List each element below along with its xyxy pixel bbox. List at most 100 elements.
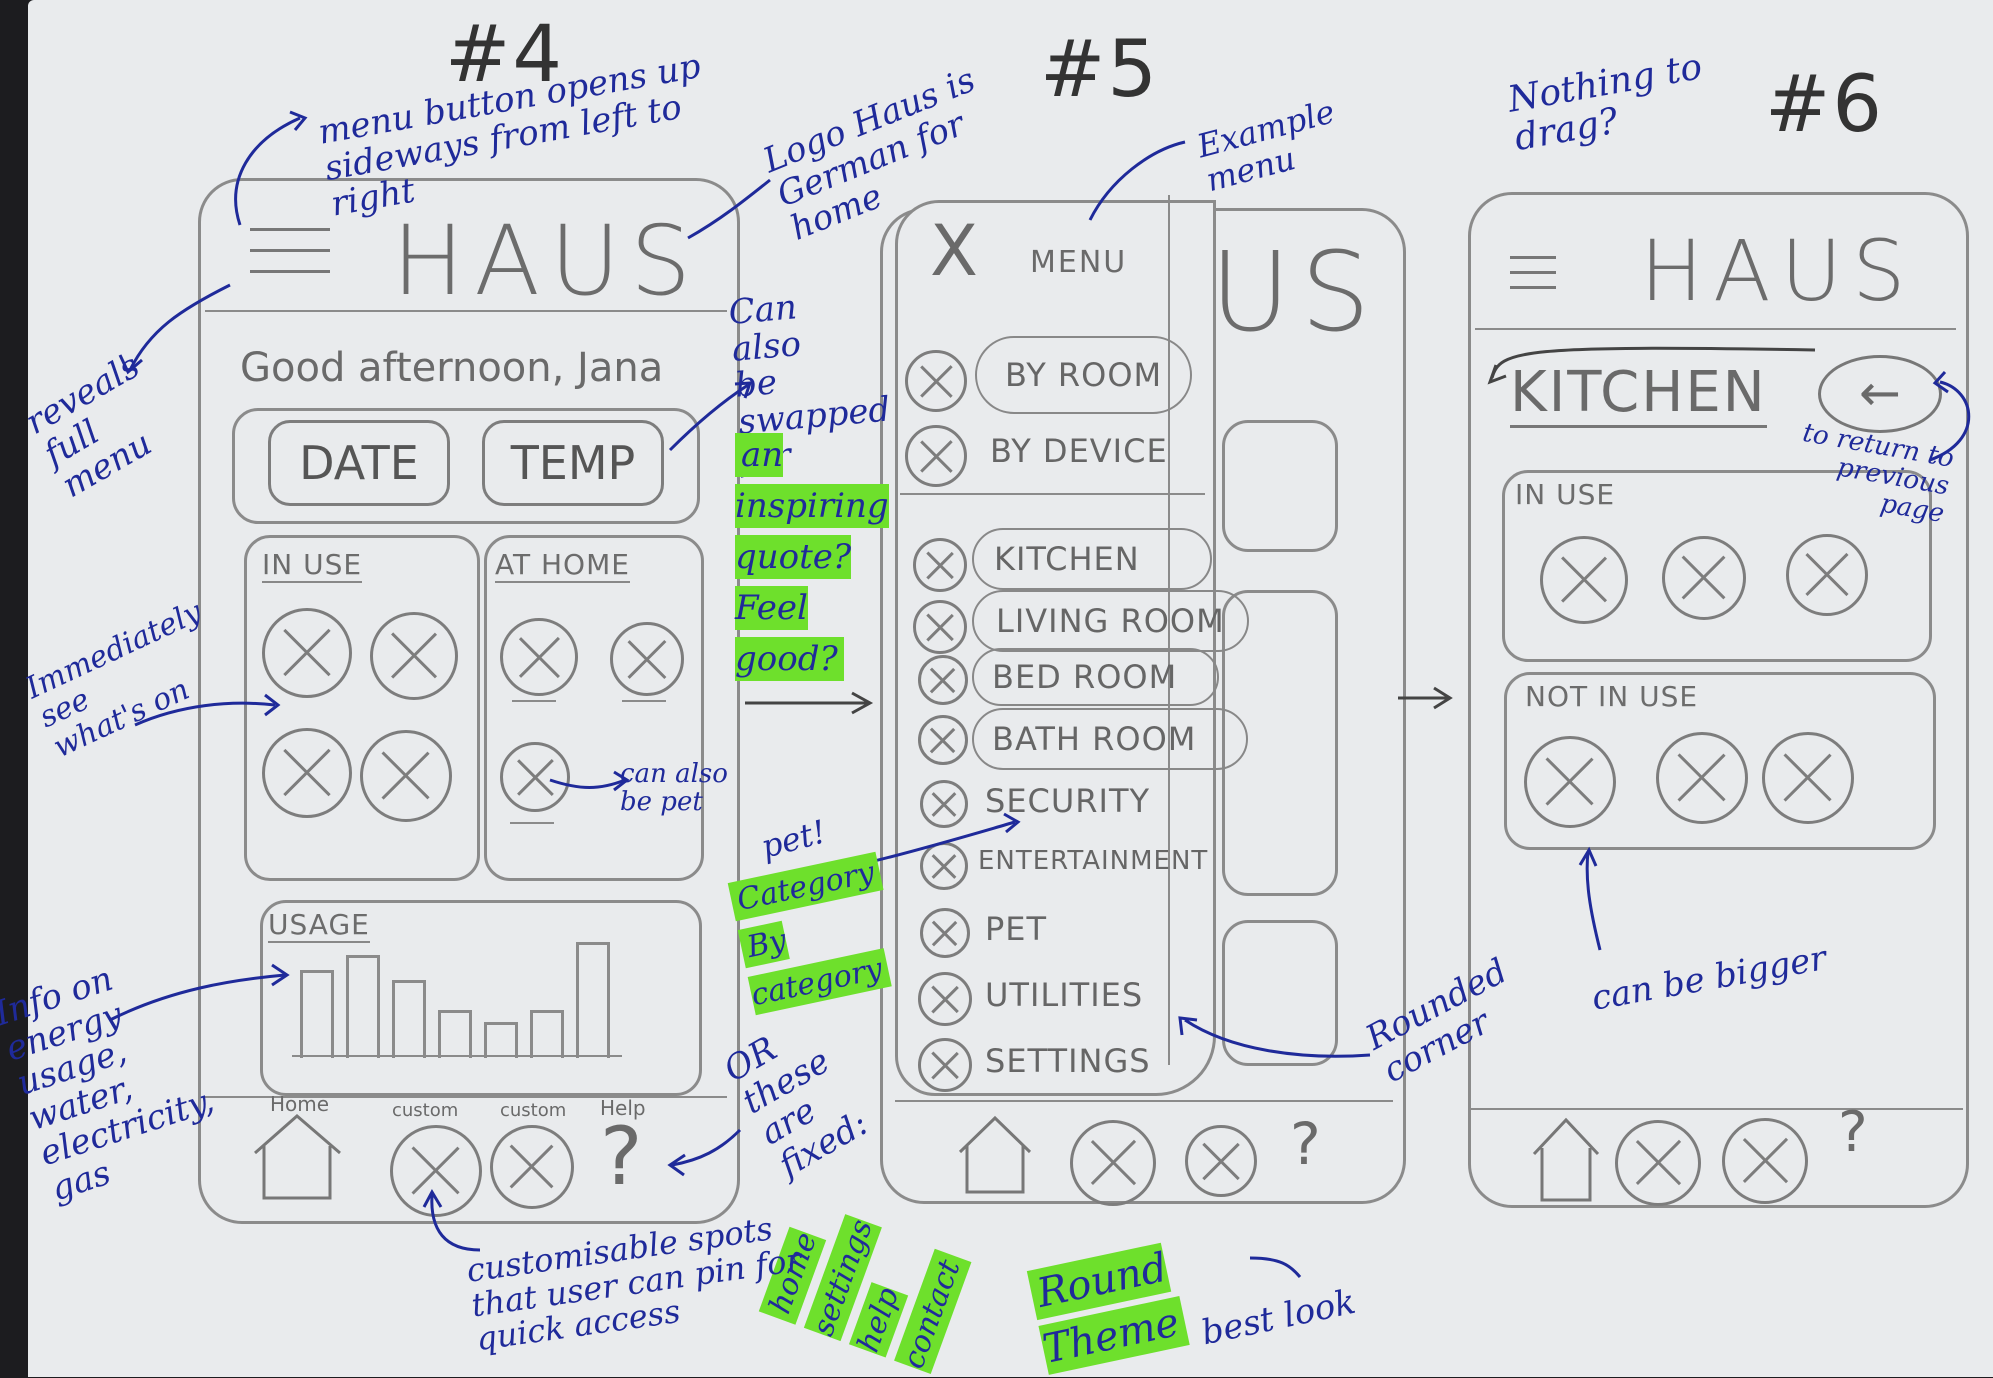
bedroom-icon[interactable] <box>918 655 968 705</box>
nav-custom-label: custom <box>392 1100 459 1121</box>
nav-home-label: Home <box>270 1092 330 1116</box>
usage-bar <box>346 955 380 1058</box>
behind-card <box>1222 920 1338 1066</box>
haus-logo: HAUS <box>392 205 702 317</box>
usage-card <box>260 900 702 1096</box>
header-divider <box>205 310 727 312</box>
name-line <box>512 700 556 702</box>
usage-bar <box>300 970 334 1058</box>
highlighted-quote-text: an inspiring quote? Feel good? <box>735 433 889 681</box>
usage-bar <box>484 1022 518 1058</box>
custom-shortcut-icon[interactable] <box>1070 1120 1156 1206</box>
name-line <box>622 700 666 702</box>
name-line <box>510 822 554 824</box>
usage-bar <box>392 980 426 1058</box>
in-use-card <box>1502 470 1932 662</box>
screen-4-phone <box>198 178 740 1224</box>
device-icon[interactable] <box>1762 732 1854 824</box>
nav-help-label: Help <box>600 1096 646 1120</box>
pet-icon[interactable] <box>500 742 570 812</box>
menu-title: MENU <box>1030 245 1128 280</box>
person-icon[interactable] <box>610 622 684 696</box>
utilities-icon[interactable] <box>918 972 972 1026</box>
device-icon[interactable] <box>1524 736 1616 828</box>
person-icon[interactable] <box>500 618 578 696</box>
annotation-quote: an inspiring quote? Feel good? <box>735 430 889 685</box>
nav-custom-label: custom <box>500 1100 567 1121</box>
behind-logo: US <box>1210 228 1381 356</box>
device-icon[interactable] <box>1786 534 1868 616</box>
menu-item-living-room[interactable]: LIVING ROOM <box>972 590 1249 652</box>
menu-item-by-device[interactable]: BY DEVICE <box>990 432 1168 470</box>
device-icon[interactable] <box>1656 732 1748 824</box>
custom-shortcut-icon[interactable] <box>1722 1118 1808 1204</box>
device-icon[interactable] <box>262 728 352 818</box>
greeting-text: Good afternoon, Jana <box>240 345 664 391</box>
close-icon[interactable]: X <box>930 210 978 292</box>
help-icon[interactable]: ? <box>1290 1110 1321 1178</box>
nav-divider <box>1468 1108 1963 1110</box>
custom-shortcut-icon[interactable] <box>390 1125 482 1217</box>
menu-item-settings[interactable]: SETTINGS <box>985 1042 1151 1080</box>
screen-6-phone <box>1468 192 1969 1208</box>
screen-4-number: #4 <box>445 10 564 100</box>
screen-6-number: #6 <box>1765 60 1884 150</box>
by-device-icon[interactable] <box>905 425 967 487</box>
home-icon[interactable] <box>955 1112 1035 1197</box>
temp-widget[interactable]: TEMP <box>482 420 664 506</box>
device-icon[interactable] <box>370 612 458 700</box>
menu-divider <box>900 493 1205 495</box>
custom-shortcut-icon[interactable] <box>490 1125 574 1209</box>
menu-item-bath-room[interactable]: BATH ROOM <box>972 708 1249 770</box>
custom-shortcut-icon[interactable] <box>1185 1125 1257 1197</box>
not-in-use-card <box>1504 672 1936 850</box>
annotation-pet: can also be pet <box>620 759 728 818</box>
menu-item-pet[interactable]: PET <box>985 910 1048 948</box>
settings-icon[interactable] <box>918 1038 972 1092</box>
back-arrow-icon[interactable]: ← <box>1818 355 1942 433</box>
date-widget[interactable]: DATE <box>268 420 450 506</box>
menu-edge-line <box>1168 195 1170 1065</box>
device-icon[interactable] <box>1662 536 1746 620</box>
menu-item-utilities[interactable]: UTILITIES <box>985 976 1144 1014</box>
menu-item-by-room[interactable]: BY ROOM <box>975 336 1193 414</box>
nav-divider <box>895 1100 1393 1102</box>
at-home-label: AT HOME <box>495 548 630 583</box>
hamburger-menu-icon[interactable] <box>1510 256 1556 301</box>
bathroom-icon[interactable] <box>918 715 968 765</box>
at-home-card <box>484 535 704 881</box>
haus-logo: HAUS <box>1640 222 1916 320</box>
menu-item-entertainment[interactable]: ENTERTAINMENT <box>978 846 1209 876</box>
device-icon[interactable] <box>360 730 452 822</box>
menu-item-security[interactable]: SECURITY <box>985 782 1151 820</box>
menu-item-kitchen[interactable]: KITCHEN <box>972 528 1212 590</box>
security-icon[interactable] <box>920 780 968 828</box>
device-icon[interactable] <box>1540 536 1628 624</box>
not-in-use-label: NOT IN USE <box>1525 680 1699 713</box>
page-title: KITCHEN <box>1510 360 1767 428</box>
in-use-label: IN USE <box>262 548 363 583</box>
screen-5-number: #5 <box>1040 25 1159 115</box>
behind-card <box>1222 420 1338 552</box>
in-use-card <box>244 535 480 881</box>
usage-label: USAGE <box>268 908 370 943</box>
living-room-icon[interactable] <box>913 600 967 654</box>
menu-item-bed-room[interactable]: BED ROOM <box>972 648 1220 706</box>
date-temp-card <box>232 408 700 524</box>
usage-bar <box>576 942 610 1058</box>
header-divider <box>1475 328 1956 330</box>
home-icon[interactable] <box>1528 1112 1604 1204</box>
help-icon[interactable]: ? <box>600 1110 643 1203</box>
home-icon[interactable] <box>250 1108 345 1203</box>
kitchen-icon[interactable] <box>913 538 967 592</box>
device-icon[interactable] <box>262 608 352 698</box>
hamburger-menu-icon[interactable] <box>250 228 330 291</box>
help-icon[interactable]: ? <box>1838 1100 1868 1165</box>
by-room-icon[interactable] <box>905 350 967 412</box>
usage-bar <box>438 1010 472 1058</box>
usage-bar <box>530 1010 564 1058</box>
custom-shortcut-icon[interactable] <box>1615 1120 1701 1206</box>
in-use-label: IN USE <box>1515 478 1616 511</box>
pet-icon[interactable] <box>920 908 970 958</box>
